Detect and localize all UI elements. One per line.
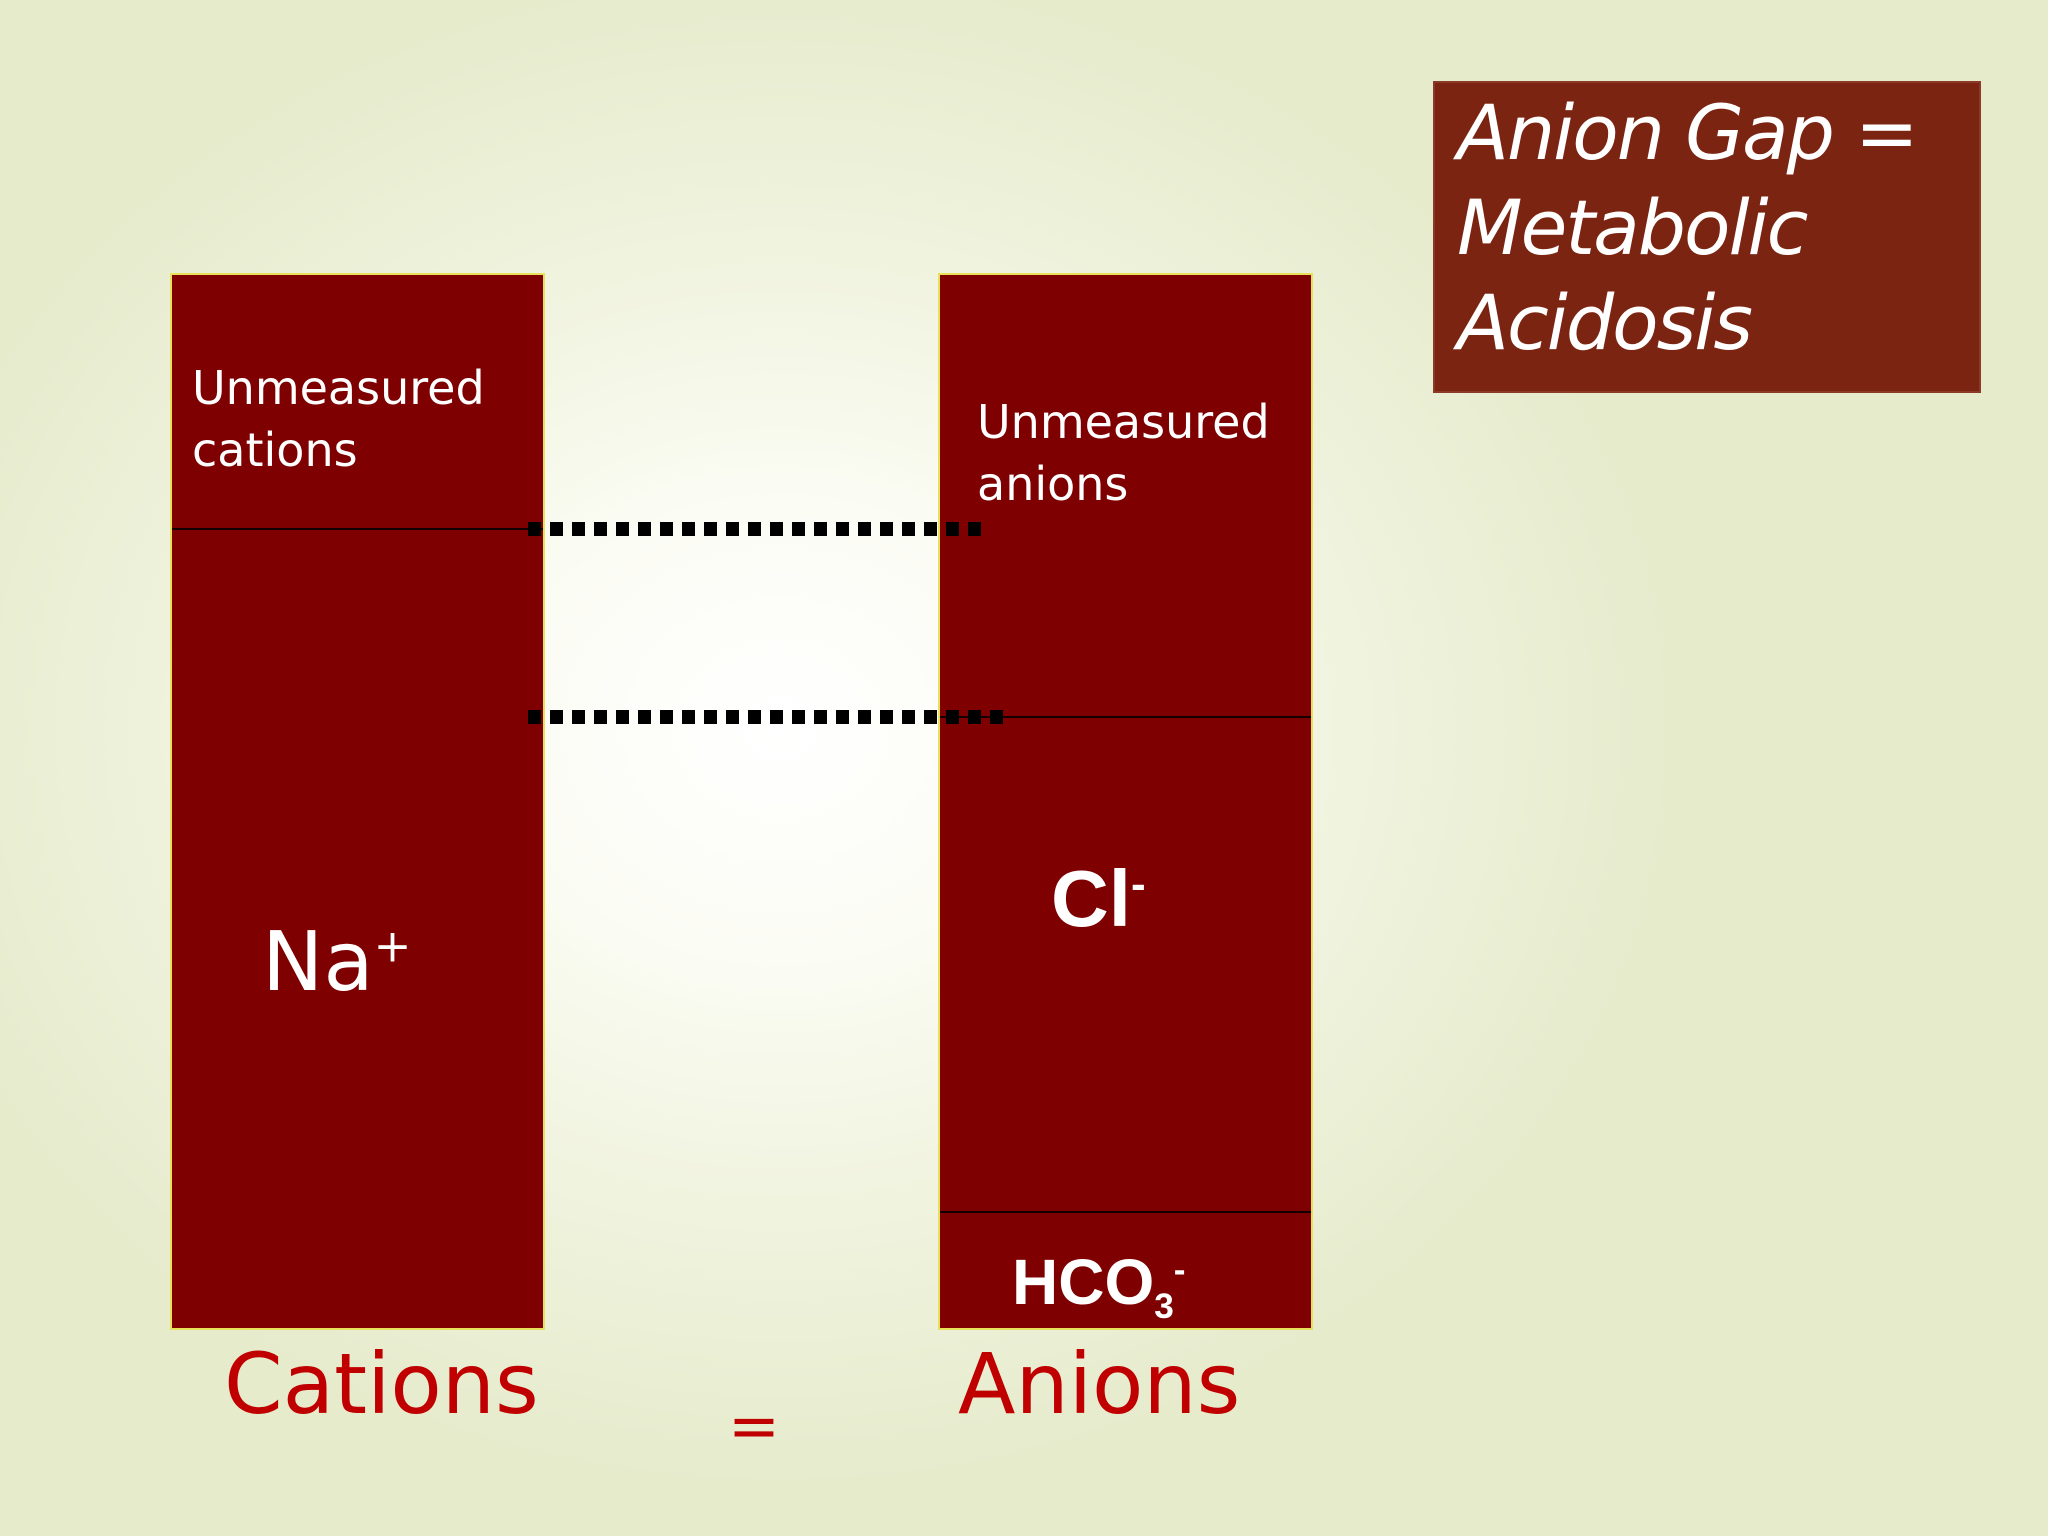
slide-title: Anion Gap = Metabolic Acidosis bbox=[1457, 88, 1919, 367]
bicarbonate-symbol: HCO bbox=[1012, 1246, 1155, 1318]
upper-dotted-connector bbox=[528, 522, 985, 536]
sodium-charge: + bbox=[373, 919, 412, 973]
chloride-charge: - bbox=[1131, 859, 1146, 909]
anions-bicarb-separator bbox=[940, 1211, 1311, 1213]
cations-column: Unmeasured cations Na+ bbox=[170, 273, 545, 1330]
unmeasured-anions-label: Unmeasured anions bbox=[977, 395, 1270, 511]
title-box: Anion Gap = Metabolic Acidosis bbox=[1433, 81, 1981, 393]
sodium-label: Na+ bbox=[262, 915, 411, 1010]
chloride-symbol: Cl bbox=[1051, 854, 1131, 943]
bicarbonate-subscript: 3 bbox=[1154, 1286, 1174, 1326]
anions-column: Unmeasured anions Cl- HCO3- bbox=[938, 273, 1313, 1330]
bicarbonate-charge: - bbox=[1173, 1250, 1186, 1290]
cations-footer-label: Cations bbox=[224, 1335, 539, 1433]
anions-chloride-separator bbox=[940, 716, 1311, 718]
anions-footer-label: Anions bbox=[958, 1335, 1241, 1433]
chloride-label: Cl- bbox=[1051, 853, 1146, 945]
bicarbonate-label: HCO3- bbox=[1012, 1245, 1186, 1324]
unmeasured-cations-label: Unmeasured cations bbox=[192, 361, 485, 477]
lower-dotted-connector bbox=[528, 710, 1012, 724]
sodium-symbol: Na bbox=[262, 915, 374, 1010]
cations-separator bbox=[172, 528, 543, 530]
equals-sign: = bbox=[728, 1389, 780, 1462]
